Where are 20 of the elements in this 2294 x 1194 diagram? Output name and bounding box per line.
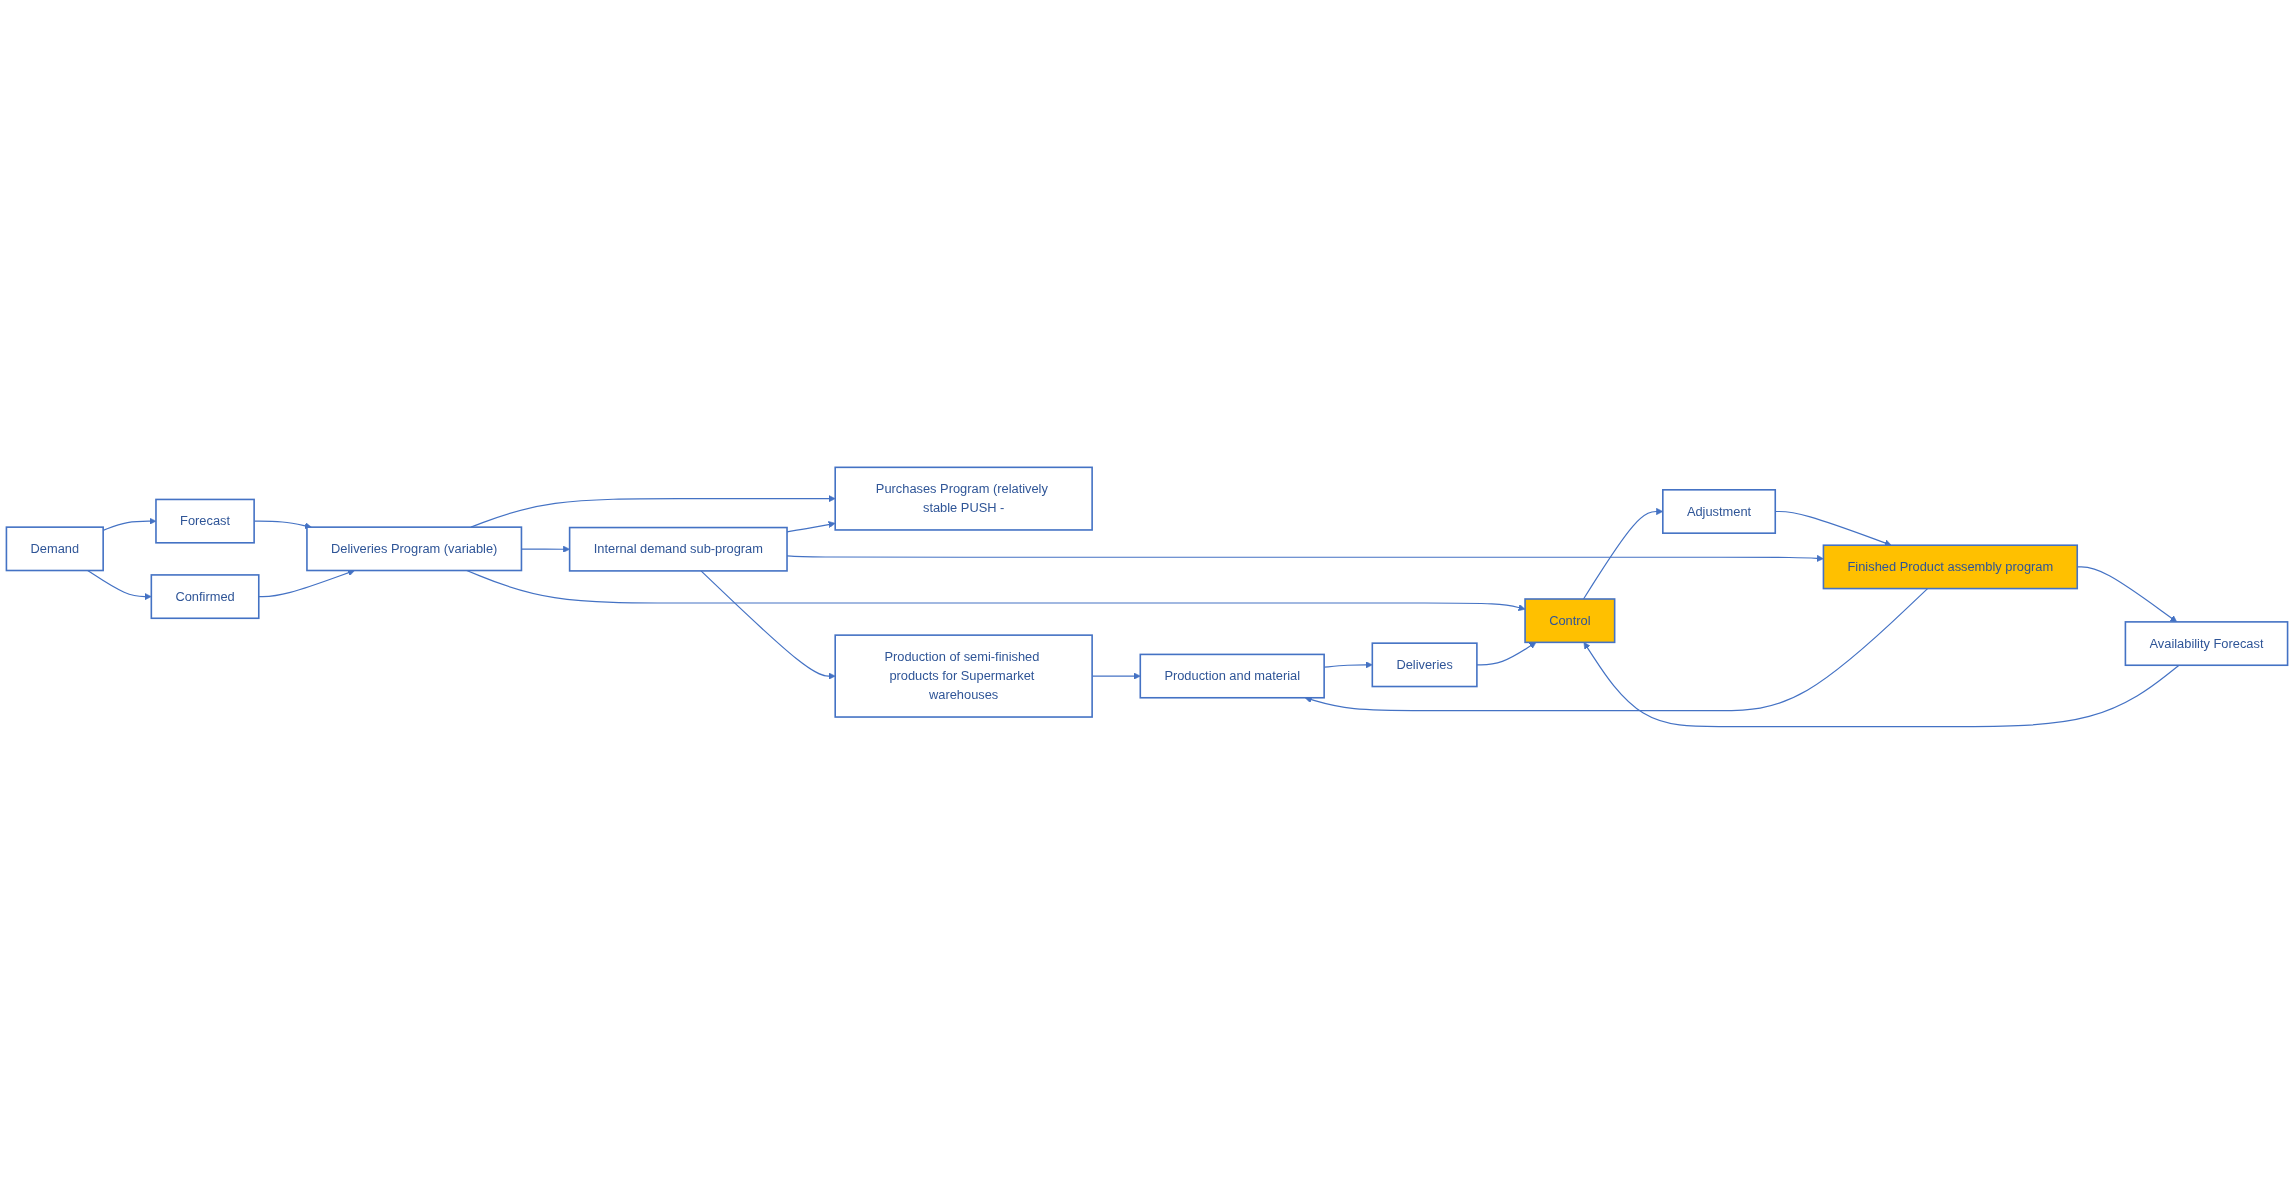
node-box: Finished Product assembly program [1822, 544, 2079, 590]
arrow [700, 570, 836, 680]
node-box: Internal demand sub-program [568, 526, 788, 572]
node-box: Production and material [1139, 653, 1325, 699]
arrow [258, 569, 355, 598]
node-box: Demand [5, 526, 104, 572]
arrow [466, 569, 1526, 612]
arrow [1583, 642, 2180, 728]
node-box: Availability Forecast [2124, 621, 2289, 667]
arrow [1476, 642, 1537, 666]
node-box: Purchases Program (relatively stable PUSH - [834, 466, 1093, 531]
node-box: Deliveries Program (variable) [306, 526, 523, 572]
node-box: Production of semi-finished products for Supermarket warehouses [834, 634, 1093, 718]
arrow [1304, 587, 1929, 712]
node-box: Deliveries [1371, 642, 1478, 688]
arrow [87, 569, 152, 601]
node-box: Forecast [155, 498, 255, 544]
node-box: Control [1524, 598, 1616, 644]
node-box: Confirmed [150, 574, 260, 620]
node-box: Adjustment [1662, 489, 1777, 534]
